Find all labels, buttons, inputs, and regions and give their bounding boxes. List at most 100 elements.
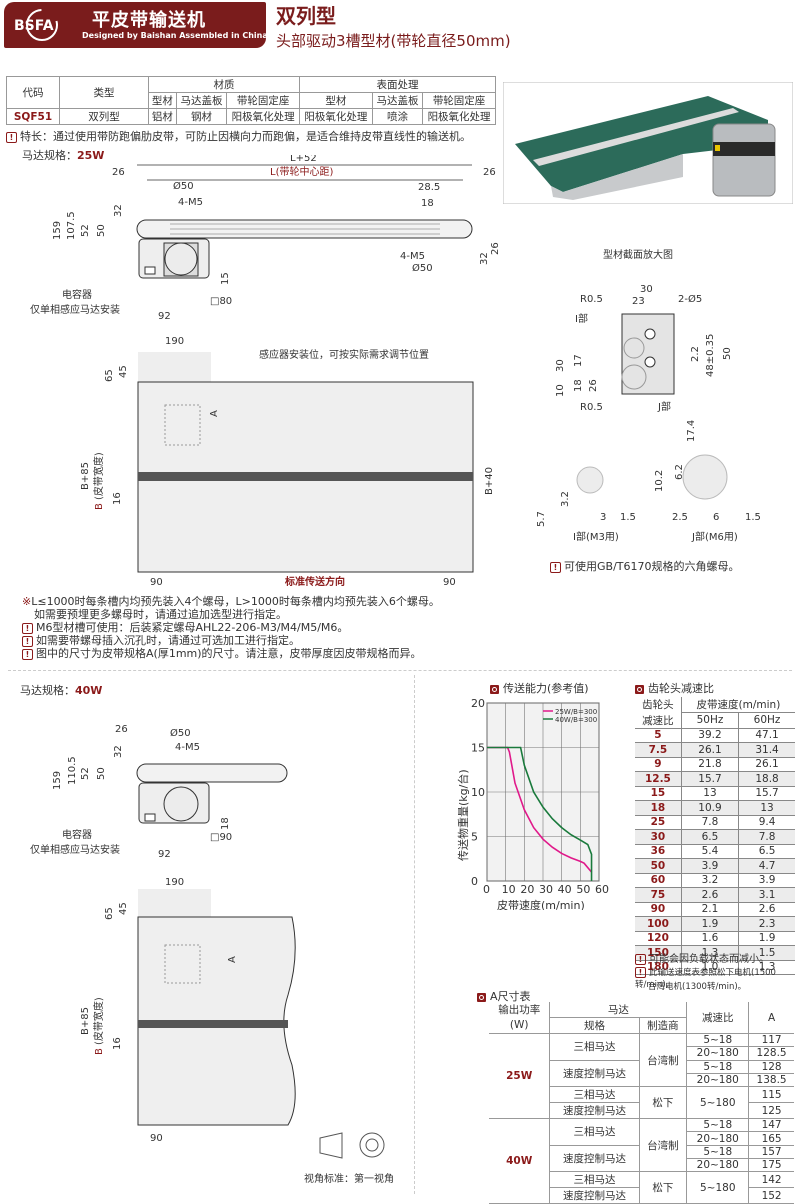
- ratio-value: 36: [635, 844, 682, 859]
- header-type: 类型: [59, 76, 149, 109]
- dim-18: 18: [220, 817, 231, 830]
- dim-total: L+52: [290, 155, 317, 164]
- header-speed: 皮带速度(m/min): [680, 697, 795, 713]
- speed-50hz: 21.8: [680, 757, 739, 772]
- banner-title: 平皮带输送机: [92, 10, 206, 31]
- note-item: !M6型材槽可使用：后装紧定螺母AHL22-206-M3/M4/M5/M6。: [22, 621, 440, 634]
- sensor-note: 感应器安装位，可按实际需求调节位置: [259, 348, 429, 361]
- speed-50hz: 1.0: [680, 960, 739, 975]
- section-drawing: 30 23 R0.5 2-Ø5 I部 30 17 26 18 10 2.2 48…: [536, 284, 761, 543]
- notes-list: ※L≤1000时每条槽内均预先装入4个螺母，L>1000时每条槽内均预先装入6个…: [22, 595, 440, 660]
- capacitor-note: 仅单相感应马达安装: [30, 303, 120, 316]
- header-material: 材质: [148, 76, 300, 93]
- bsfa-logo-icon: BSFA: [14, 9, 58, 41]
- nut-note-text: 可使用GB/T6170规格的六角螺母。: [564, 560, 740, 573]
- speed-60hz: 2.6: [738, 902, 795, 917]
- a-table-title: A尺寸表: [477, 988, 531, 1004]
- speed-60hz: 9.4: [738, 815, 795, 830]
- speed-60hz: 2.3: [738, 916, 795, 932]
- dim-50: 50: [96, 767, 107, 780]
- a-value: 142: [748, 1171, 794, 1189]
- x-tick-label: 40: [558, 883, 572, 896]
- dim-30b: 30: [555, 359, 566, 372]
- dim-62: 6.2: [674, 464, 685, 480]
- header-ratio2: 减速比: [635, 712, 682, 729]
- speed-60hz: 15.7: [738, 786, 795, 801]
- subheader: 带轮固定座: [226, 92, 300, 109]
- dim-92: 92: [158, 849, 171, 860]
- motor-spec: 速度控制马达: [549, 1060, 640, 1088]
- a-value: 125: [748, 1102, 794, 1120]
- column-divider: [414, 675, 415, 1194]
- dim-65: 65: [104, 369, 115, 382]
- logo-text: BSFA: [14, 18, 54, 34]
- y-tick-label: 15: [471, 742, 485, 755]
- j-part-caption: J部(M6用): [691, 530, 738, 543]
- section-icon: [635, 684, 644, 694]
- series-line-1: [487, 746, 593, 881]
- chart-title: 传送能力(参考值): [490, 680, 589, 696]
- header-a: A: [748, 1002, 794, 1034]
- dim-b85: B+85: [80, 462, 91, 490]
- capacitor-note: 仅单相感应马达安装: [30, 843, 120, 856]
- ratio-range: 5~18: [686, 1118, 749, 1133]
- header-motor: 马达: [549, 1002, 687, 1018]
- a-value: 128.5: [748, 1046, 794, 1061]
- dim-26s: 26: [588, 379, 599, 392]
- y-tick-label: 5: [471, 831, 478, 844]
- a-value: 128: [748, 1060, 794, 1074]
- dim-90l: 90: [150, 577, 163, 588]
- feature-note-text: 特长：通过使用带防跑偏肋皮带，可防止因横向力而跑偏，是适合维持皮带直线性的输送机…: [20, 130, 471, 143]
- subheader: 带轮固定座: [422, 92, 496, 109]
- motor-label: 马达规格：: [22, 149, 77, 162]
- capacitor-label: 电容器: [62, 288, 92, 301]
- a-value: 115: [748, 1086, 794, 1104]
- top-view-25w: 190 65 45 A B+85 B (皮带宽度) 16 B+40 90 90 …: [80, 336, 495, 588]
- a-value: 157: [748, 1145, 794, 1160]
- ratio-value: 180: [635, 960, 682, 975]
- warning-icon: !: [635, 967, 646, 978]
- i-part-caption: I部(M3用): [573, 530, 619, 543]
- dim-b: B: [94, 1048, 105, 1055]
- capacitor-label: 电容器: [62, 828, 92, 841]
- dim-a: A: [209, 410, 220, 417]
- ratio-range: 20~180: [686, 1131, 749, 1146]
- speed-50hz: 3.9: [680, 858, 739, 874]
- first-angle-projection-icon: [319, 1132, 385, 1159]
- dim-32s: 3.2: [560, 491, 571, 507]
- a-value: 175: [748, 1158, 794, 1173]
- dim-30: 30: [640, 284, 653, 295]
- direction-label: 标准传送方向: [284, 575, 345, 588]
- ratio-note2: !此输送速度表参照松下电机(1500转/min),: [635, 967, 776, 990]
- speed-50hz: 13: [680, 786, 739, 801]
- dim-15: 15: [220, 272, 231, 285]
- y-tick-label: 0: [471, 875, 478, 888]
- dim-r05: R0.5: [580, 294, 603, 305]
- ratio-note1: !可能会因负载状态而减小。: [635, 950, 769, 965]
- dim-102: 10.2: [654, 470, 665, 492]
- x-axis-label: 皮带速度(m/min): [497, 898, 585, 910]
- dim-50s: 50: [722, 347, 733, 360]
- speed-60hz: 1.5: [738, 945, 795, 961]
- ratio-value: 120: [635, 931, 682, 946]
- speed-60hz: 7.8: [738, 829, 795, 845]
- dim-110: 110.5: [67, 756, 78, 785]
- ratio-value: 50: [635, 858, 682, 874]
- note-item: 如需要预埋更多螺母时，请通过追加选型进行指定。: [34, 608, 287, 621]
- x-tick-label: 0: [483, 883, 490, 896]
- motor-25w-label: 马达规格：25W: [22, 147, 104, 163]
- dim-15s: 1.5: [620, 512, 636, 523]
- speed-50hz: 39.2: [680, 728, 739, 743]
- speed-50hz: 7.8: [680, 815, 739, 830]
- motor-spec: 三相马达: [549, 1086, 640, 1104]
- ratio-range: 5~180: [686, 1086, 749, 1120]
